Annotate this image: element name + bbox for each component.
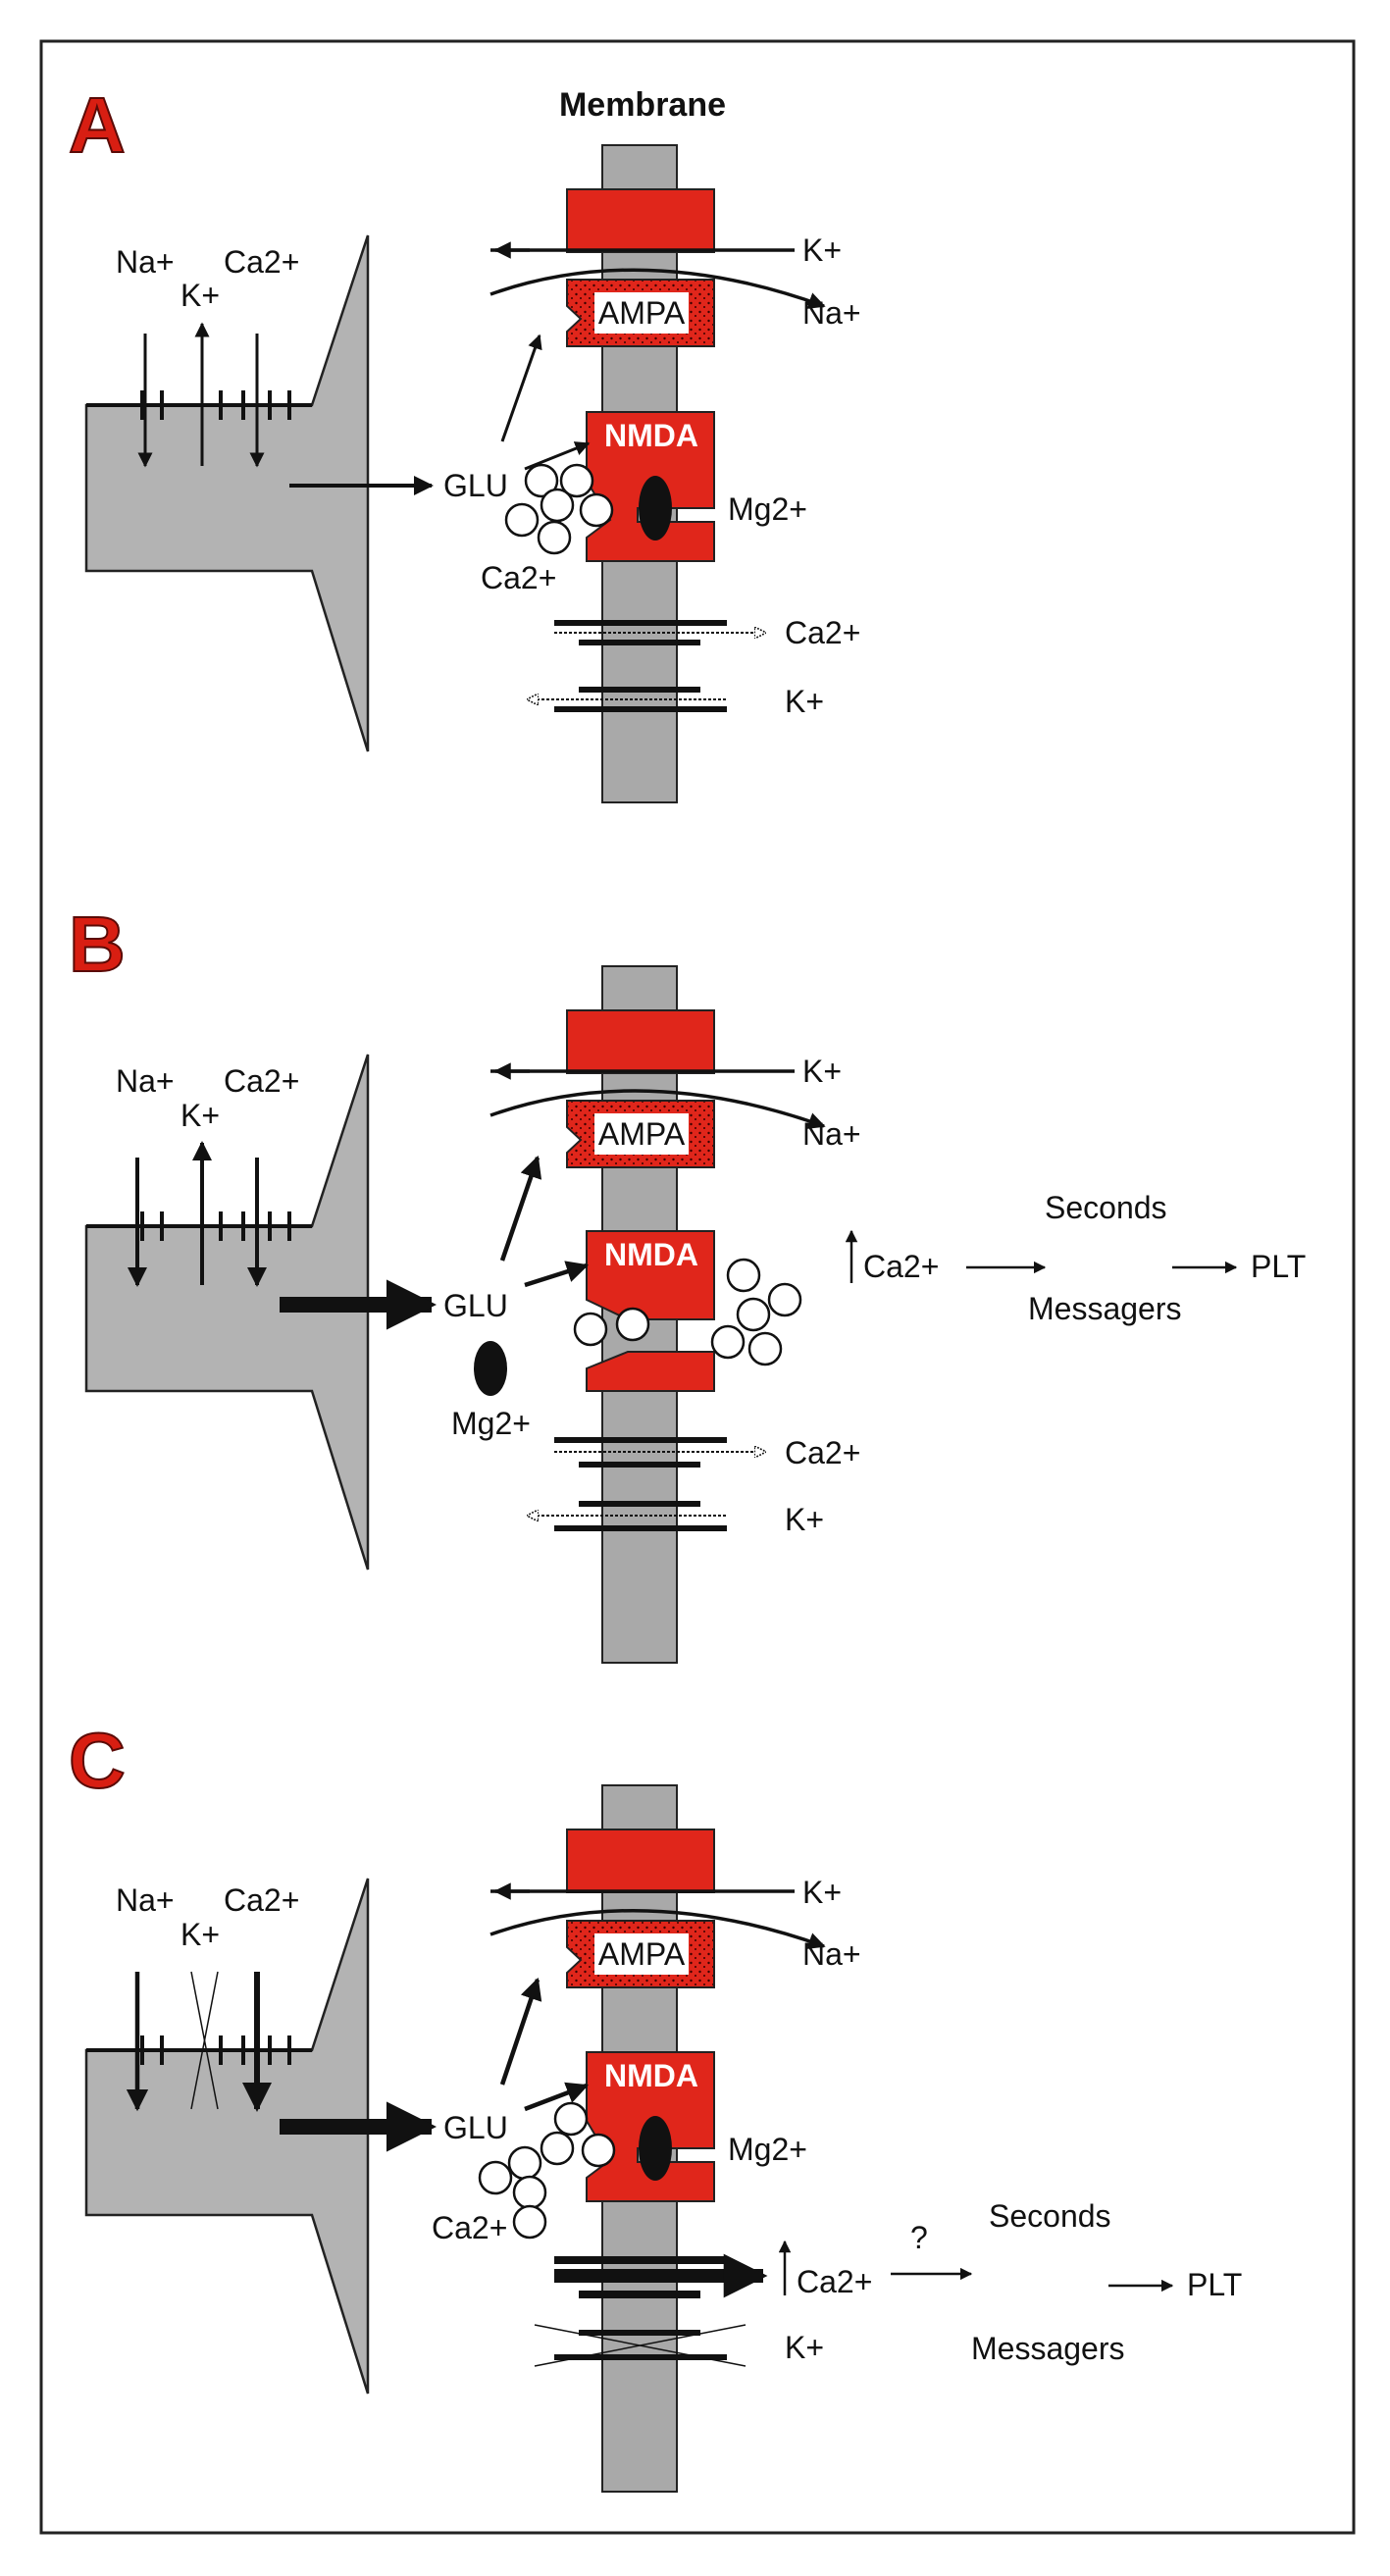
channel-ca-label: Ca2+ xyxy=(785,615,860,650)
figure-frame xyxy=(39,39,1356,2535)
k-label: K+ xyxy=(180,1098,220,1133)
ampa-cap xyxy=(566,188,715,253)
channel-k-label: K+ xyxy=(785,1502,824,1537)
nmda-mg-label: Mg2+ xyxy=(728,491,807,527)
glu-label: GLU xyxy=(443,468,508,503)
nmda-label: NMDA xyxy=(604,2058,698,2093)
ampa-k-label: K+ xyxy=(802,232,842,268)
k-label: K+ xyxy=(180,278,220,313)
cascade-ca-label: Ca2+ xyxy=(863,1249,939,1284)
ampa-cap xyxy=(566,1829,715,1893)
glu-label: GLU xyxy=(443,2110,508,2145)
glu-label: GLU xyxy=(443,1288,508,1323)
channel-k-label: K+ xyxy=(785,2330,824,2365)
panel-letter-c: C xyxy=(69,1717,126,1804)
presynaptic-terminal xyxy=(84,234,370,752)
cascade-seconds-label: Seconds xyxy=(989,2198,1111,2234)
cascade-plt-label: PLT xyxy=(1251,1249,1306,1284)
ampa-na-label: Na+ xyxy=(802,1936,861,1972)
nmda-mg-label: Mg2+ xyxy=(451,1406,531,1441)
nmda-label: NMDA xyxy=(604,418,698,453)
nmda-ca-label: Ca2+ xyxy=(481,560,556,595)
ca-label: Ca2+ xyxy=(224,244,299,280)
ampa-na-label: Na+ xyxy=(802,1116,861,1152)
na-label: Na+ xyxy=(116,244,175,280)
channel-k-label: K+ xyxy=(785,684,824,719)
panel-letter-a: A xyxy=(69,81,126,169)
ampa-na-label: Na+ xyxy=(802,295,861,331)
ampa-label: AMPA xyxy=(598,1936,686,1972)
channel-ca-label: Ca2+ xyxy=(785,1435,860,1470)
cascade-ca-label: Ca2+ xyxy=(797,2264,872,2299)
nmda-mg-label: Mg2+ xyxy=(728,2132,807,2167)
membrane-label: Membrane xyxy=(559,86,726,124)
panel-letter-b: B xyxy=(69,901,126,988)
cascade-plt-label: PLT xyxy=(1187,2267,1242,2302)
ampa-k-label: K+ xyxy=(802,1875,842,1910)
na-label: Na+ xyxy=(116,1063,175,1099)
cascade-seconds-label: Seconds xyxy=(1045,1190,1167,1225)
nmda-receptor xyxy=(586,1230,715,1320)
cascade-messengers-label: Messagers xyxy=(971,2331,1125,2366)
mg-ion xyxy=(639,2116,672,2181)
ampa-label: AMPA xyxy=(598,1116,686,1152)
k-label: K+ xyxy=(180,1917,220,1952)
panel-a: A Na+ K+ Ca2+ K+ Na+ AMPA NMDA xyxy=(68,80,861,803)
ampa-k-label: K+ xyxy=(802,1054,842,1089)
nmda-ca-label: Ca2+ xyxy=(432,2210,507,2245)
ampa-cap xyxy=(566,1009,715,1074)
nmda-label: NMDA xyxy=(604,1237,698,1272)
panel-b: B Na+ K+ Ca2+ K+ Na+ AMPA NMDA GLU xyxy=(68,900,1306,1664)
ca-label: Ca2+ xyxy=(224,1063,299,1099)
na-label: Na+ xyxy=(116,1882,175,1918)
cascade-messengers-label: Messagers xyxy=(1028,1291,1182,1326)
mg-ion xyxy=(639,476,672,541)
mg-ion xyxy=(474,1341,507,1396)
cascade-question-label: ? xyxy=(910,2220,928,2255)
presynaptic-terminal xyxy=(84,1878,370,2395)
panel-c: C Na+ K+ Ca2+ K+ Na+ AMPA NMDA Mg2+ GLU xyxy=(68,1716,1242,2493)
ampa-label: AMPA xyxy=(598,295,686,331)
ca-label: Ca2+ xyxy=(224,1882,299,1918)
